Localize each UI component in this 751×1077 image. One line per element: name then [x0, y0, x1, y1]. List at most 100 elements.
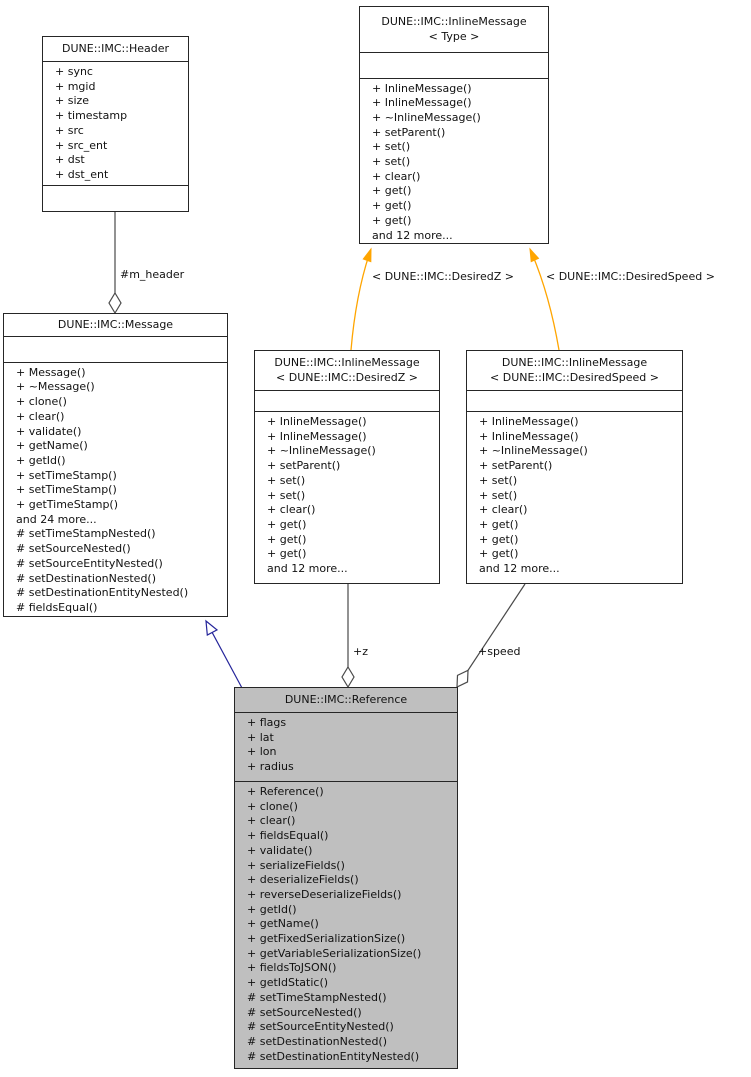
member-row: + get(): [267, 517, 307, 531]
member-row: + clone(): [247, 799, 298, 813]
member-row: + get(): [479, 517, 519, 531]
member-row: # setSourceEntityNested(): [247, 1020, 394, 1034]
methods-compartment: + Reference()+ clone()+ clear()+ fieldsE…: [235, 781, 457, 1068]
member-row: + setParent(): [372, 125, 446, 139]
member-row: + flags: [247, 716, 287, 729]
class-node-inline-message-desiredspeed[interactable]: DUNE::IMC::InlineMessage < DUNE::IMC::De…: [466, 350, 683, 584]
edge-label-z: +z: [353, 645, 368, 658]
attributes-compartment-empty: [360, 52, 548, 78]
member-row: + src_ent: [55, 138, 108, 152]
member-row: + InlineMessage(): [479, 429, 579, 443]
class-node-header[interactable]: DUNE::IMC::Header + sync+ mgid+ size+ ti…: [42, 36, 189, 212]
member-row: + size: [55, 94, 90, 108]
member-row: + clear(): [16, 409, 65, 423]
class-title-template-param: < Type >: [428, 29, 480, 43]
member-row: + clear(): [372, 169, 421, 183]
member-row: + set(): [372, 155, 411, 169]
member-row: + set(): [479, 473, 518, 487]
member-row: # setDestinationEntityNested(): [16, 586, 189, 600]
attributes-compartment: + sync+ mgid+ size+ timestamp+ src+ src_…: [43, 61, 188, 185]
member-row: + get(): [372, 184, 412, 198]
member-row: + get(): [479, 547, 519, 561]
member-row: + clear(): [267, 503, 316, 517]
member-row: and 24 more...: [16, 512, 97, 526]
member-row: + get(): [372, 213, 412, 227]
member-row: + ~InlineMessage(): [479, 444, 588, 458]
class-title: DUNE::IMC::Message: [4, 314, 227, 336]
member-row: + clear(): [479, 503, 528, 517]
member-row: and 12 more...: [372, 228, 453, 242]
member-row: + set(): [267, 488, 306, 502]
member-row: + InlineMessage(): [372, 81, 472, 95]
class-title: DUNE::IMC::Header: [43, 37, 188, 61]
member-row: + setTimeStamp(): [16, 468, 117, 482]
member-row: + getName(): [247, 917, 319, 931]
class-node-inline-message-type[interactable]: DUNE::IMC::InlineMessage < Type > + Inli…: [359, 6, 549, 244]
class-node-inline-message-desiredz[interactable]: DUNE::IMC::InlineMessage < DUNE::IMC::De…: [254, 350, 440, 584]
methods-compartment: + InlineMessage()+ InlineMessage()+ ~Inl…: [467, 411, 682, 583]
member-row: + mgid: [55, 79, 96, 93]
methods-compartment: + Message()+ ~Message()+ clone()+ clear(…: [4, 361, 227, 616]
member-row: + src: [55, 123, 84, 137]
class-title: DUNE::IMC::Reference: [235, 688, 457, 712]
member-row: + InlineMessage(): [372, 96, 472, 110]
class-title-text: DUNE::IMC::InlineMessage: [274, 356, 420, 369]
edge-template-desiredz: [350, 247, 372, 351]
member-row: + validate(): [247, 843, 313, 857]
class-title-text: DUNE::IMC::Reference: [284, 692, 408, 706]
member-row: + ~InlineMessage(): [267, 444, 376, 458]
member-row: # fieldsEqual(): [16, 600, 98, 614]
member-row: + ~Message(): [16, 380, 95, 394]
class-title-text: DUNE::IMC::Message: [57, 317, 174, 331]
member-row: + fieldsEqual(): [247, 829, 329, 843]
attributes-compartment-empty: [255, 390, 439, 411]
edge-label-template-desiredspeed: < DUNE::IMC::DesiredSpeed >: [546, 270, 715, 283]
member-row: + setParent(): [479, 459, 553, 473]
member-row: + setParent(): [267, 459, 341, 473]
member-row: + getVariableSerializationSize(): [247, 946, 422, 960]
class-title: DUNE::IMC::InlineMessage < DUNE::IMC::De…: [467, 351, 682, 390]
class-title-text: DUNE::IMC::InlineMessage: [501, 356, 648, 369]
member-row: # setTimeStampNested(): [247, 990, 387, 1004]
member-row: + deserializeFields(): [247, 873, 359, 887]
member-row: + InlineMessage(): [267, 429, 367, 443]
member-row: + getId(): [247, 902, 297, 916]
member-row: # setSourceEntityNested(): [16, 556, 163, 570]
member-row: + InlineMessage(): [479, 415, 579, 428]
class-node-message[interactable]: DUNE::IMC::Message + Message()+ ~Message…: [3, 313, 228, 617]
edge-label-template-desiredz: < DUNE::IMC::DesiredZ >: [372, 270, 514, 283]
attributes-compartment-empty: [467, 390, 682, 411]
edge-speed: [457, 583, 526, 687]
member-row: # setDestinationNested(): [16, 571, 157, 585]
attributes-compartment-empty: [4, 336, 227, 362]
member-row: + fieldsToJSON(): [247, 961, 337, 975]
member-row: # setSourceNested(): [247, 1005, 362, 1019]
edge-template-desiredspeed: [529, 247, 560, 351]
member-row: # setSourceNested(): [16, 542, 131, 556]
member-row: + Message(): [16, 365, 86, 379]
member-row: and 12 more...: [479, 562, 560, 576]
member-row: + sync: [55, 65, 93, 78]
attributes-compartment: + flags+ lat+ lon+ radius: [235, 712, 457, 781]
class-title-text: DUNE::IMC::Header: [62, 41, 169, 55]
member-row: # setDestinationNested(): [247, 1034, 388, 1048]
class-title: DUNE::IMC::InlineMessage < DUNE::IMC::De…: [255, 351, 439, 390]
class-title-text: DUNE::IMC::InlineMessage: [381, 15, 527, 28]
member-row: + getId(): [16, 453, 66, 467]
member-row: + getTimeStamp(): [16, 498, 119, 512]
member-row: + getFixedSerializationSize(): [247, 932, 406, 946]
member-row: + set(): [372, 140, 411, 154]
edge-inheritance: [205, 619, 243, 689]
member-row: + ~InlineMessage(): [372, 110, 481, 124]
member-row: # setDestinationEntityNested(): [247, 1049, 420, 1063]
edge-label-m-header: #m_header: [120, 268, 185, 281]
member-row: + lon: [247, 745, 277, 759]
member-row: + dst: [55, 153, 85, 167]
member-row: and 12 more...: [267, 562, 348, 576]
class-title: DUNE::IMC::InlineMessage < Type >: [360, 7, 548, 52]
class-node-reference[interactable]: DUNE::IMC::Reference + flags+ lat+ lon+ …: [234, 687, 458, 1069]
member-row: + get(): [267, 532, 307, 546]
member-row: + dst_ent: [55, 167, 109, 181]
member-row: + get(): [372, 199, 412, 213]
